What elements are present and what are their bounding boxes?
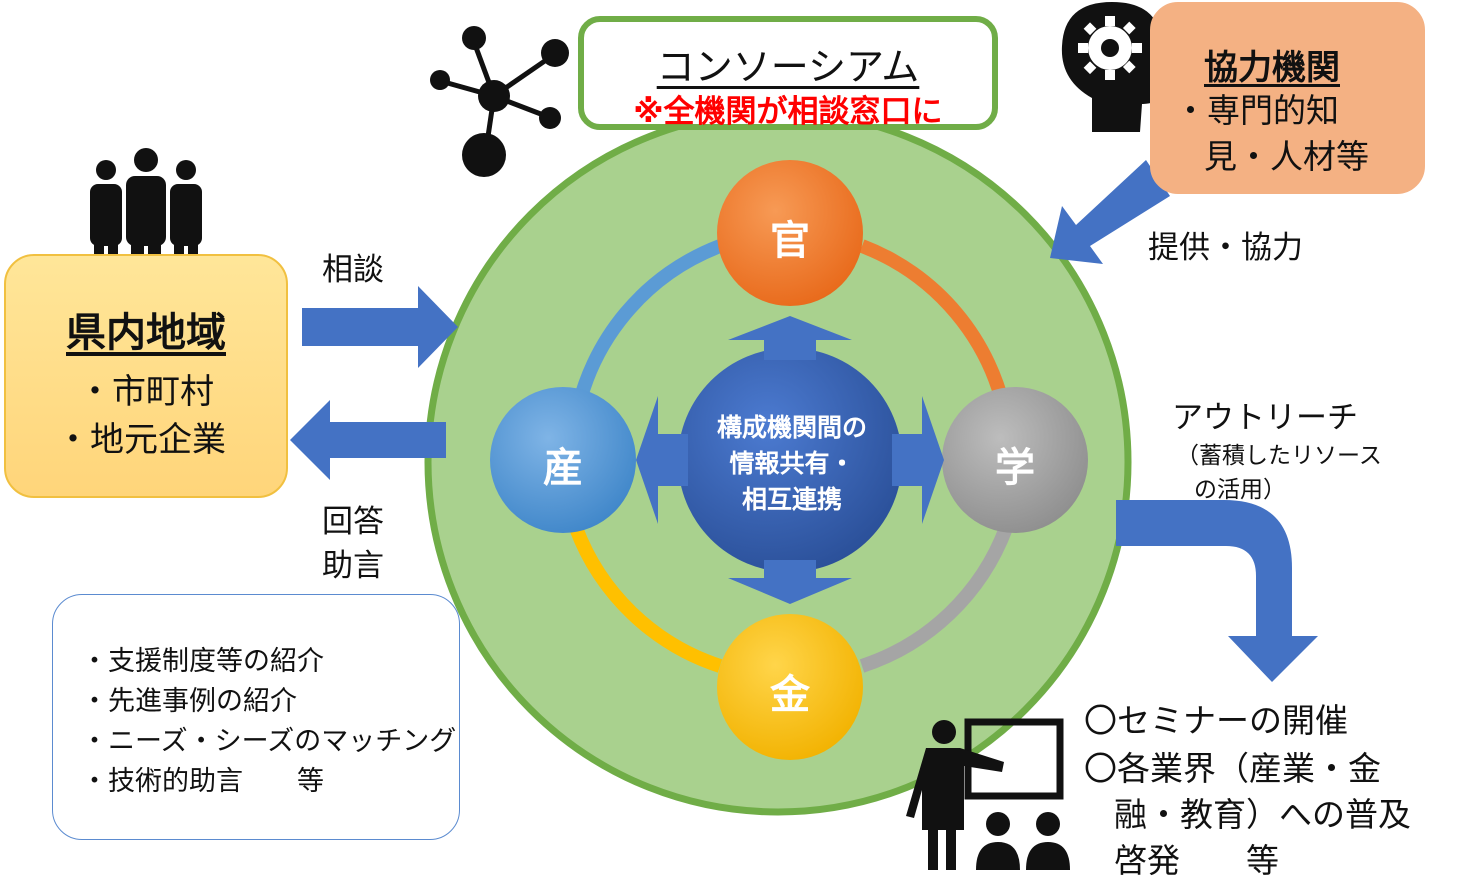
support-box: ・支援制度等の紹介 ・先進事例の紹介 ・ニーズ・シーズのマッチング ・技術的助言… [52,594,460,840]
center-line-3: 相互連携 [741,485,842,514]
center-text: 構成機関間の 情報共有・ 相互連携 [686,410,898,518]
consult-arrow [302,286,458,368]
outreach-title: アウトリーチ [1172,400,1358,436]
arrow-left [636,396,688,524]
arrow-right [892,396,944,524]
arrow-up [728,316,852,360]
cooperation-arrow-label: 提供・協力 [1148,230,1303,266]
region-item-2: ・地元企業 [56,420,226,460]
outreach-line-2: 〇各業界（産業・金 [1084,749,1381,788]
cooperation-arrow [1050,160,1170,264]
node-gov-label: 官 [770,218,810,264]
center-line-2: 情報共有・ [729,449,855,478]
ring-arc-finance-industry [569,525,723,673]
region-item-1: ・市町村 [78,372,214,412]
ring-arc-gov-academia [859,239,1013,420]
outreach-arrow [1116,500,1318,682]
outreach-note-1: （蓄積したリソース [1176,443,1382,469]
ring-arc-academia-finance [859,525,1013,673]
support-item-4: ・技術的助言 等 [81,766,324,797]
cooperation-line-1: ・専門的知 [1174,91,1339,130]
presenter-icon [906,718,1070,870]
node-academia [942,387,1088,533]
support-item-2: ・先進事例の紹介 [81,686,297,717]
cooperation-line-2: 見・人材等 [1204,137,1369,176]
node-finance [717,614,863,760]
center-line-1: 構成機関間の [716,413,867,442]
node-academia-label: 学 [995,445,1035,491]
outreach-line-3: 融・教育）への普及 [1114,795,1411,834]
consortium-title-box: コンソーシアム ※全機関が相談窓口に [578,16,998,130]
node-finance-label: 金 [770,672,810,718]
node-gov [717,160,863,306]
answer-label-2: 助言 [322,548,384,584]
arrow-down [728,560,852,604]
center-circle [678,348,902,572]
consortium-subtitle: ※全機関が相談窓口に [633,94,943,130]
consult-label: 相談 [322,252,384,288]
ring-arc-industry-gov [569,239,723,420]
support-item-1: ・支援制度等の紹介 [81,646,324,677]
support-item-3: ・ニーズ・シーズのマッチング [81,726,457,757]
answer-label-1: 回答 [322,504,384,540]
outreach-note-2: の活用） [1194,477,1286,503]
region-title: 県内地域 [66,310,226,356]
cooperation-box: 協力機関 ・専門的知 見・人材等 [1150,2,1425,194]
network-icon [430,26,569,177]
node-industry-label: 産 [543,445,583,491]
outreach-line-4: 啓発 等 [1114,841,1279,880]
consortium-title: コンソーシアム [656,45,920,89]
node-industry [490,387,636,533]
outreach-line-1: 〇セミナーの開催 [1084,701,1348,740]
cooperation-title: 協力機関 [1204,48,1340,88]
answer-arrow [290,400,446,480]
region-box: 県内地域 ・市町村 ・地元企業 [4,254,288,498]
head-gear-icon [1061,2,1172,132]
